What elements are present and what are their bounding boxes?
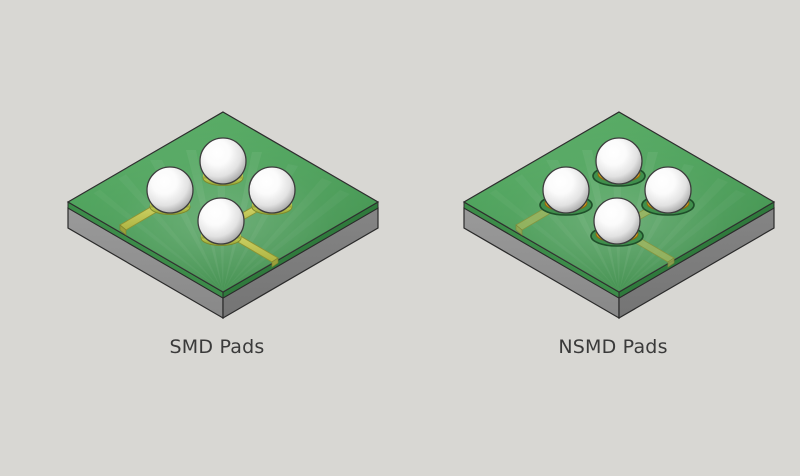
solder-ball bbox=[199, 137, 247, 185]
solder-ball bbox=[644, 166, 692, 214]
solder-ball-group-smd-right bbox=[248, 166, 296, 215]
board-label-nsmd: NSMD Pads bbox=[558, 336, 668, 358]
solder-ball-group-nsmd-right bbox=[641, 166, 695, 216]
solder-ball bbox=[248, 166, 296, 214]
solder-ball bbox=[593, 197, 641, 245]
solder-ball-group-smd-top bbox=[199, 137, 247, 186]
solder-ball bbox=[197, 197, 245, 245]
board-label-smd: SMD Pads bbox=[169, 336, 265, 358]
solder-ball-group-nsmd-top bbox=[592, 137, 646, 187]
solder-ball bbox=[542, 166, 590, 214]
trace-nsmd-2-side bbox=[667, 257, 675, 268]
solder-ball-group-smd-bottom bbox=[197, 197, 245, 246]
solder-ball-group-smd-left bbox=[146, 166, 194, 215]
board-smd bbox=[66, 111, 380, 320]
board-nsmd bbox=[462, 111, 776, 320]
solder-ball bbox=[146, 166, 194, 214]
trace-smd-1-side bbox=[119, 224, 127, 236]
trace-nsmd-1-side bbox=[515, 224, 523, 236]
solder-ball-group-nsmd-left bbox=[539, 166, 593, 216]
solder-ball bbox=[595, 137, 643, 185]
trace-smd-2-side bbox=[271, 257, 279, 268]
solder-ball-group-nsmd-bottom bbox=[590, 197, 644, 247]
